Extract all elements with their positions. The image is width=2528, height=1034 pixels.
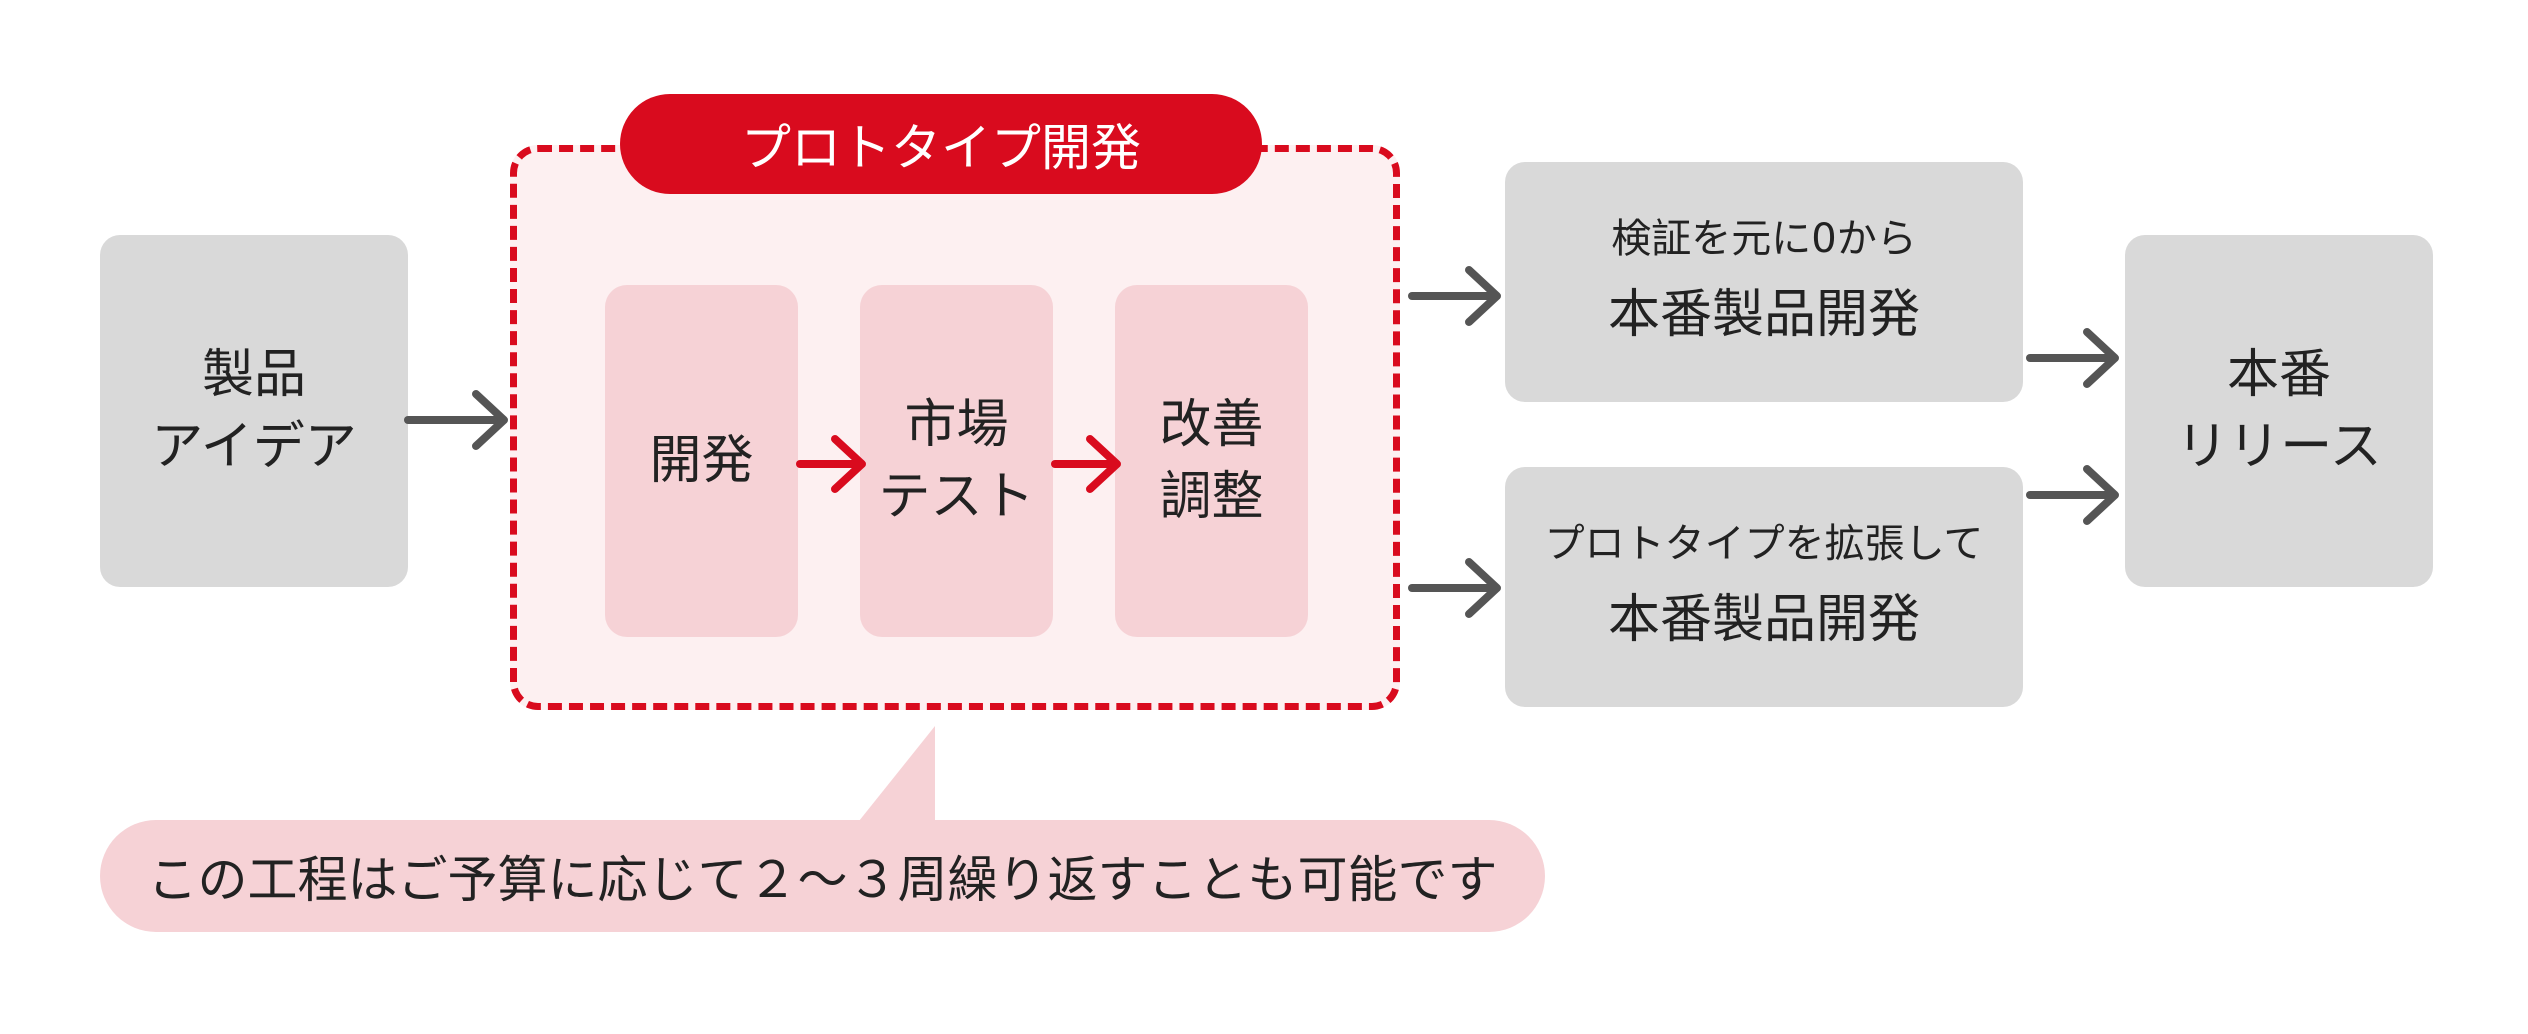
step-market-test-line1: 市場 [904,395,1009,455]
step-improve-line2: 調整 [1159,467,1264,527]
release-line2: リリース [2176,417,2382,477]
product-idea-line1: 製品 [201,345,306,405]
arrow-prototype-to-scratch-icon [1408,266,1501,326]
prototype-title: プロトタイプ開発 [620,94,1262,194]
release-box: 本番 リリース [2125,235,2433,587]
step-development: 開発 [605,285,798,637]
repeat-note-bubble: この工程はご予算に応じて２〜３周繰り返すことも可能です [100,820,1545,932]
arrow-test-to-improve-icon [1051,435,1121,493]
path-extend-sub: プロトタイプを拡張して [1544,521,1984,567]
step-market-test: 市場 テスト [860,285,1053,637]
path-extend-prototype: プロトタイプを拡張して 本番製品開発 [1505,467,2023,707]
arrow-prototype-to-extend-icon [1408,558,1501,618]
step-development-label: 開発 [649,431,754,491]
path-from-scratch: 検証を元に0から 本番製品開発 [1505,162,2023,402]
step-improve-line1: 改善 [1159,395,1264,455]
arrow-scratch-to-release-icon [2026,328,2119,388]
arrow-extend-to-release-icon [2026,465,2119,525]
path-from-scratch-main: 本番製品開発 [1607,285,1920,345]
bubble-tail [855,726,935,826]
product-idea-line2: アイデア [151,417,357,477]
arrow-idea-to-prototype-icon [404,390,508,450]
repeat-note-text: この工程はご予算に応じて２〜３周繰り返すことも可能です [147,851,1498,909]
product-idea-box: 製品 アイデア [100,235,408,587]
path-extend-main: 本番製品開発 [1607,590,1920,650]
path-from-scratch-sub: 検証を元に0から [1611,216,1917,262]
step-market-test-line2: テスト [878,467,1035,527]
step-improve-adjust: 改善 調整 [1115,285,1308,637]
arrow-dev-to-test-icon [796,435,866,493]
release-line1: 本番 [2226,345,2331,405]
